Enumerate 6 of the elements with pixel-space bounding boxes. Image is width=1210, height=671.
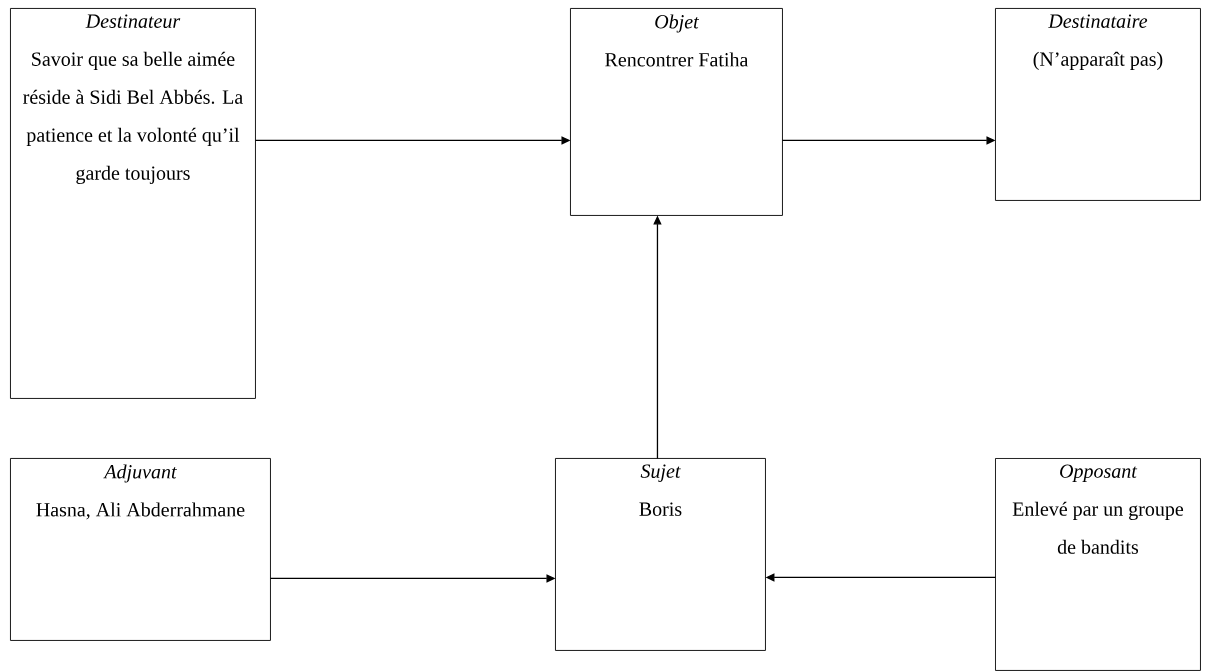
text-box: Destinateur Savoir que sa belle aimée réside à Sidi Bel Abbés. La patience et la volonté qu’il garde toujours (10, 8, 256, 399)
text-box: Adjuvant Hasna, Ali Abderrahmane (10, 458, 271, 641)
text-box: Sujet Boris (555, 458, 766, 651)
text-box: Objet Rencontrer Fatiha (570, 8, 783, 216)
text-box: Opposant Enlevé par un groupe de bandits (995, 458, 1201, 671)
text-box: Destinataire (N’apparaît pas) (995, 8, 1201, 201)
